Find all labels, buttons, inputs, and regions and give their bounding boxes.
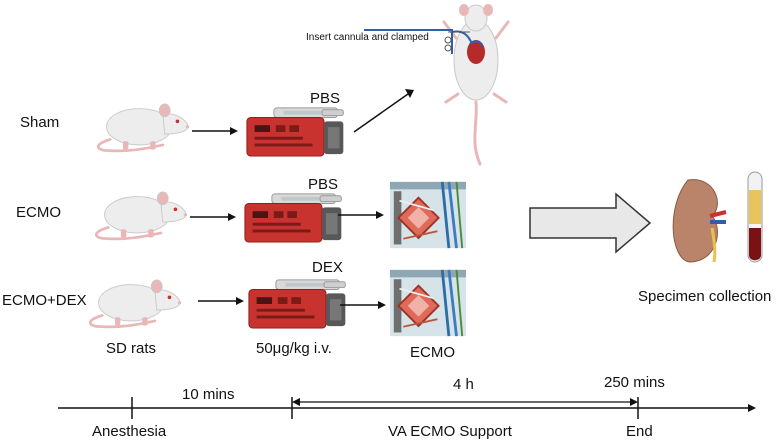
insert-cannula-label: Insert cannula and clamped — [306, 32, 429, 43]
syringe-pump-ecmo — [242, 190, 350, 244]
arrow-pump-to-ecmo-1 — [338, 211, 384, 219]
group-label-sham: Sham — [20, 114, 60, 131]
kidney-icon — [672, 179, 727, 263]
timeline-axis — [58, 397, 756, 419]
timeline-interval-10-mins: 10 mins — [182, 386, 235, 403]
cannula-line — [364, 29, 453, 54]
treatment-label-pbs-ecmo: PBS — [308, 176, 339, 193]
treatment-label-pbs-sham: PBS — [310, 90, 341, 107]
arrow-rat-to-pump-ecmo — [190, 213, 236, 221]
rat-ecmo-dex — [84, 268, 184, 332]
timeline-va-ecmo-support: VA ECMO Support — [388, 423, 512, 440]
sd-rats-label: SD rats — [106, 340, 157, 357]
specimen-collection-label: Specimen collection — [638, 288, 772, 305]
arrow-pump-to-surgery — [353, 89, 414, 133]
blood-tube-icon — [747, 171, 763, 263]
dose-label: 50μg/kg i.v. — [256, 340, 332, 357]
rat-sham — [92, 92, 192, 156]
ecmo-label: ECMO — [410, 344, 455, 361]
arrow-pump-to-ecmo-2 — [340, 301, 386, 309]
group-label-ecmo: ECMO — [16, 204, 61, 221]
arrow-rat-to-pump-ecmo-dex — [198, 297, 244, 305]
timeline-end: End — [626, 423, 653, 440]
timeline-anesthesia: Anesthesia — [92, 423, 167, 440]
ecmo-image-1 — [390, 180, 466, 250]
syringe-pump-sham — [244, 104, 352, 158]
treatment-label-dex: DEX — [312, 259, 343, 276]
timeline-250-mins: 250 mins — [604, 374, 665, 391]
support-duration-arrow — [292, 398, 638, 406]
ecmo-image-2 — [390, 268, 466, 338]
timeline-interval-4h: 4 h — [453, 376, 474, 393]
group-label-ecmo-dex: ECMO+DEX — [2, 292, 87, 309]
rat-ecmo — [90, 180, 190, 244]
arrow-rat-to-pump-sham — [192, 127, 238, 135]
big-arrow — [529, 192, 652, 254]
